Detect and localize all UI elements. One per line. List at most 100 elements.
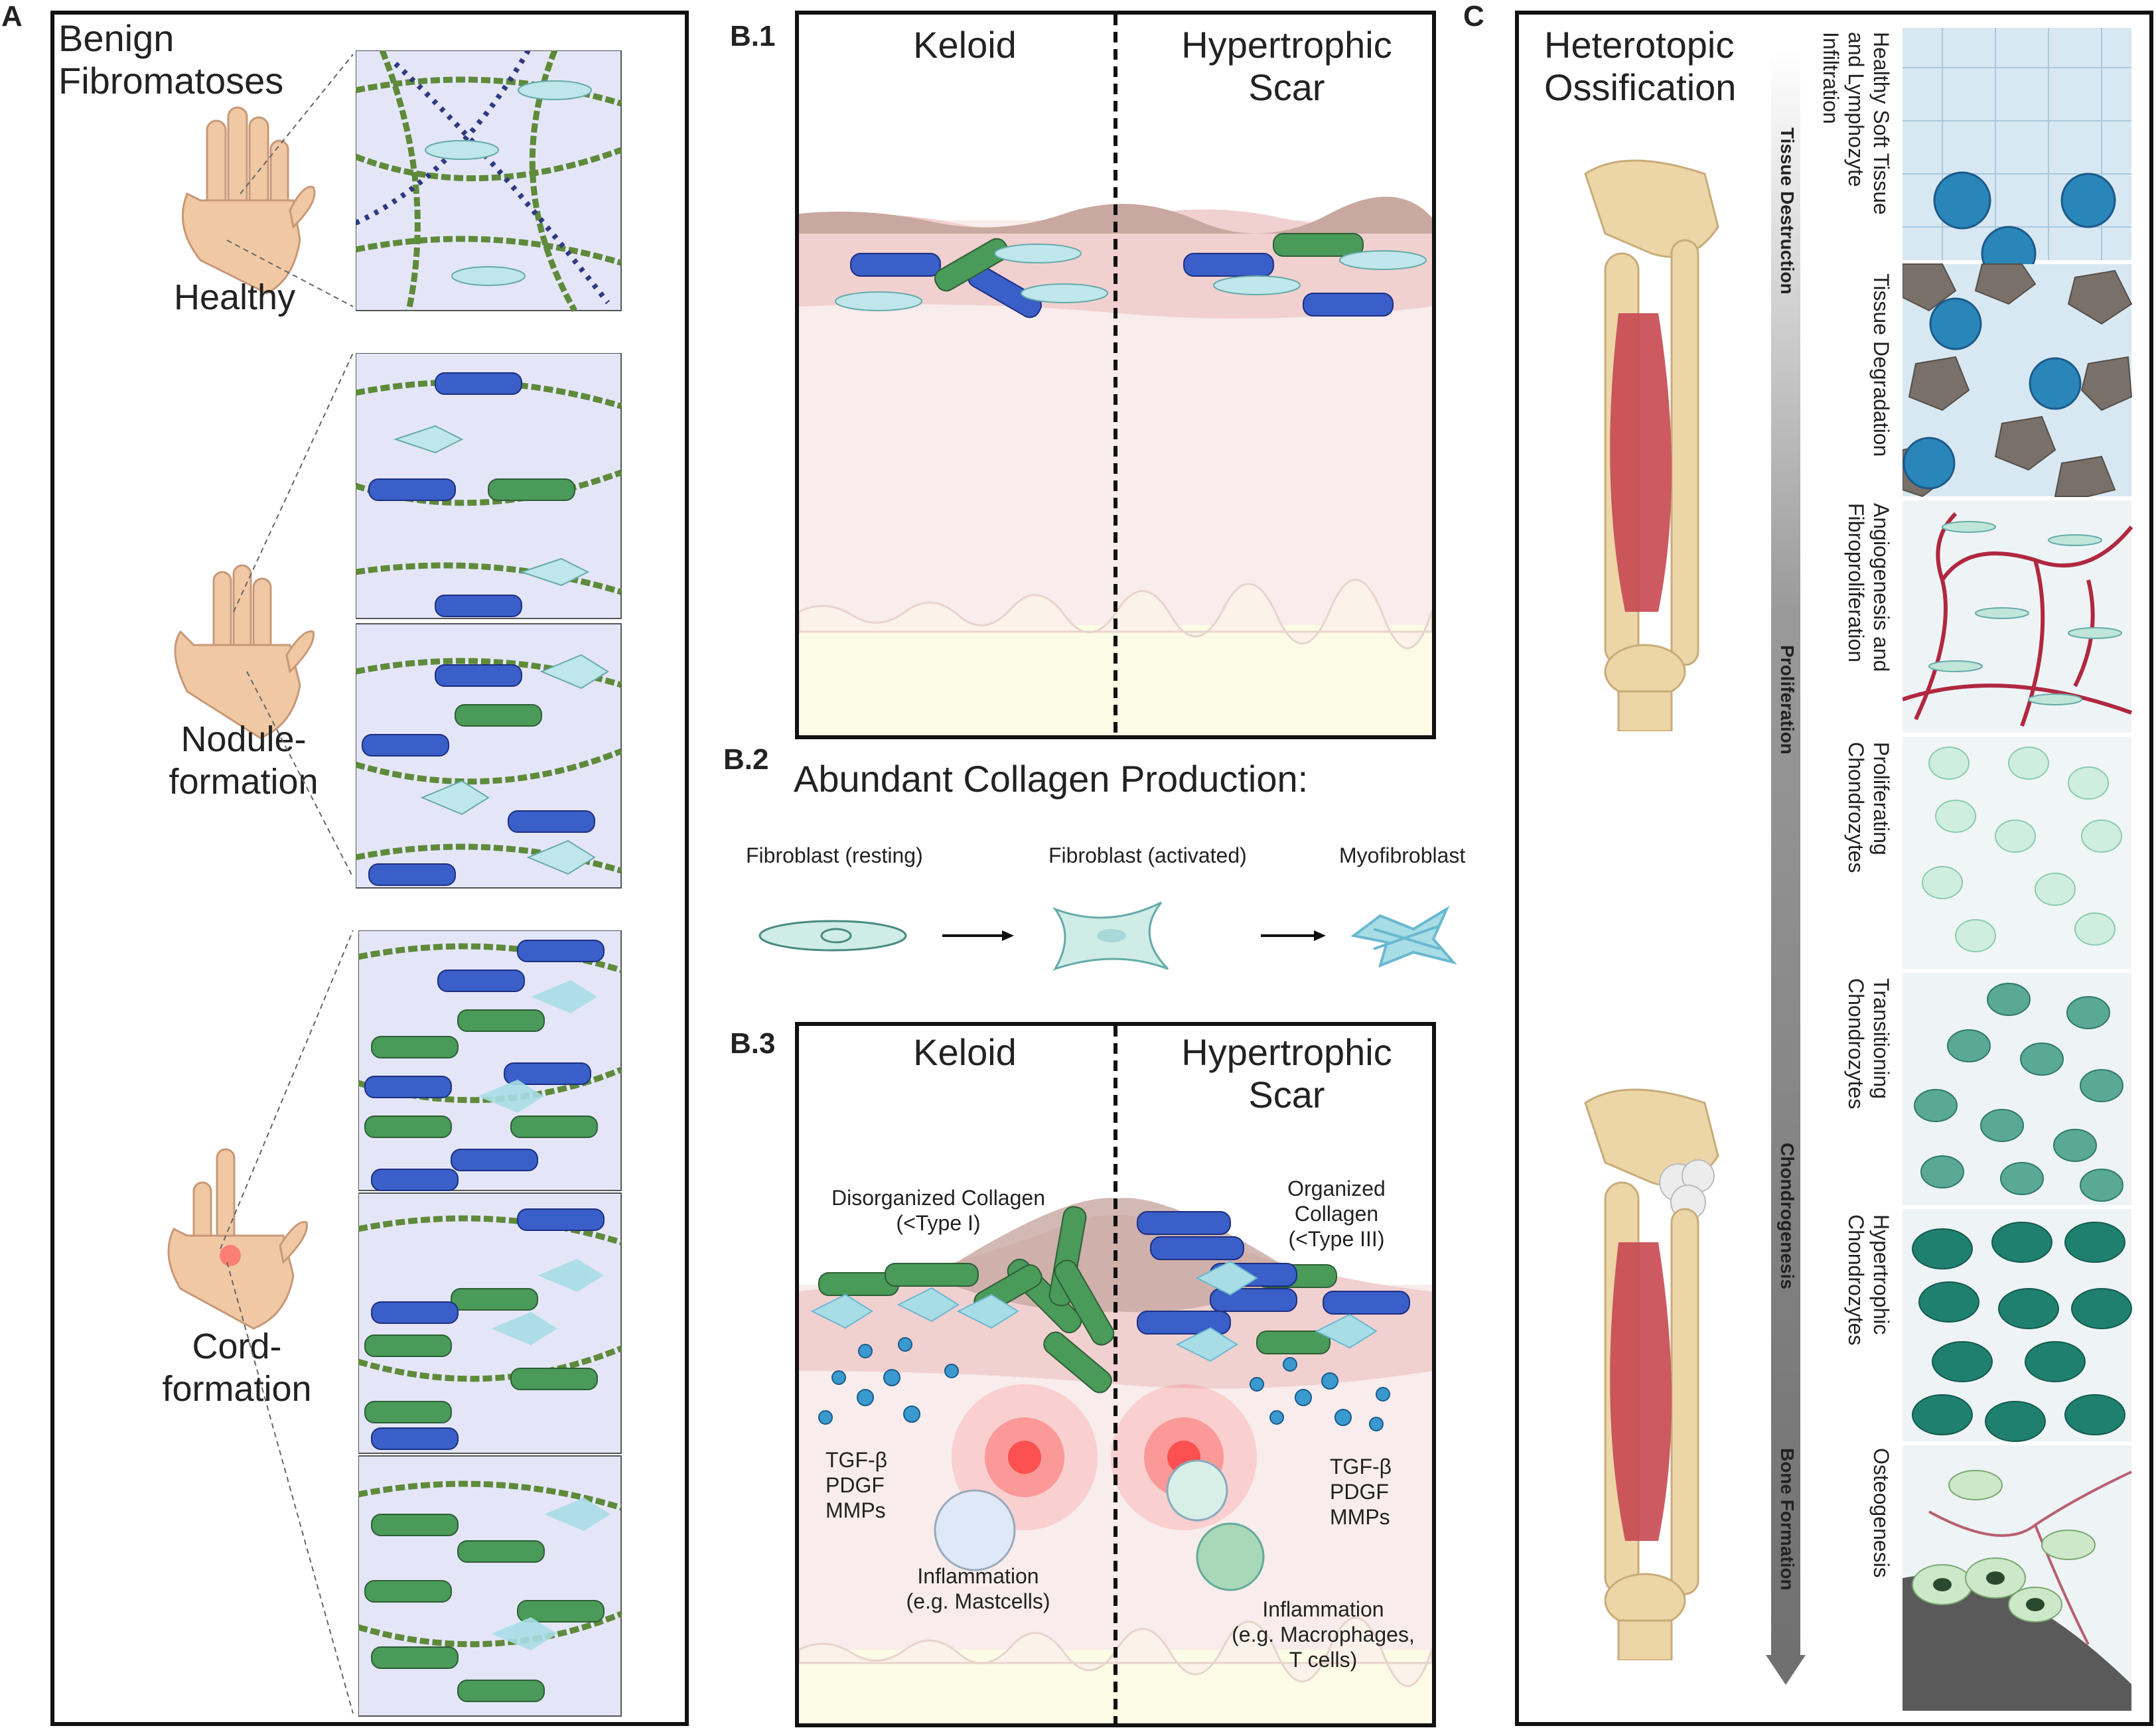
factor-tgf-left: TGF-β	[826, 1448, 888, 1472]
infl-right-line2: (e.g. Macrophages,	[1232, 1622, 1415, 1646]
b2-activated-label: Fibroblast (activated)	[1048, 843, 1247, 867]
stage-tissue-destruction: Tissue Destruction	[1777, 127, 1798, 295]
org-line3: (<Type III)	[1288, 1227, 1385, 1251]
label-nodule-line1: Nodule-	[180, 719, 307, 759]
stage-bone-formation: Bone Formation	[1777, 1448, 1798, 1591]
panel-b3-box: Keloid Hypertrophic Scar Disorganized Co…	[795, 1022, 1436, 1727]
tile-transitioning-chondrocytes	[1903, 973, 2131, 1205]
tile-proliferating-chondrocytes	[1903, 737, 2131, 969]
label-nodule: Nodule- formation	[134, 718, 353, 803]
tile-prolif-line2: Chondrozytes	[1844, 742, 1868, 873]
factors-left: TGF-β PDGF MMPs	[826, 1447, 887, 1523]
label-cord: Cord- formation	[127, 1325, 346, 1410]
infl-right-line1: Inflammation	[1262, 1597, 1384, 1621]
org-line1: Organized	[1287, 1177, 1386, 1200]
label-nodule-line2: formation	[169, 762, 319, 802]
disorganized-collagen-label: Disorganized Collagen (<Type I)	[806, 1185, 1071, 1236]
b1-hypertrophic-label: Hypertrophic Scar	[1144, 24, 1429, 109]
b1-skin-cross-section	[799, 15, 1432, 735]
factor-pdgf-left: PDGF	[826, 1473, 885, 1497]
tile-healthy-line2: and Lymphozyte	[1844, 32, 1868, 187]
cord-redness-spot	[220, 1245, 241, 1266]
label-cord-line1: Cord-	[192, 1327, 282, 1366]
b3-hyper-line1: Hypertrophic	[1181, 1031, 1392, 1073]
tissue-box-healthy	[356, 50, 622, 313]
tile-trans-line2: Chondrozytes	[1844, 978, 1868, 1110]
panel-c-title: Heterotopic Ossification	[1544, 24, 1736, 109]
hand-healthy-illustration	[181, 106, 316, 295]
hand-cord-illustration	[167, 1148, 309, 1330]
disorg-line2: (<Type I)	[896, 1211, 981, 1235]
myofibroblasts	[810, 1260, 1378, 1362]
inflammation-right-label: Inflammation (e.g. Macrophages, T cells)	[1210, 1597, 1436, 1672]
myofibroblast-cell	[1350, 906, 1457, 968]
b1-hyper-line1: Hypertrophic	[1181, 24, 1392, 66]
tissue-box-nodule	[356, 353, 622, 889]
tile-angiogenesis	[1903, 500, 2133, 733]
organized-collagen-label: Organized Collagen (<Type III)	[1270, 1176, 1403, 1252]
t-cell	[1196, 1522, 1265, 1591]
panel-c-letter: C	[1463, 0, 1484, 33]
tile-prolif-line1: Proliferating	[1869, 742, 1893, 855]
tile-degradation	[1903, 263, 2133, 498]
b1-hyper-line2: Scar	[1248, 66, 1325, 108]
tile-hyper-line1: Hypertrophic	[1869, 1214, 1893, 1335]
progression-arrow	[1766, 49, 1806, 1685]
macrophage	[1166, 1459, 1228, 1522]
panel-a-box: Benign Fibromatoses Healthy Nodule- form…	[50, 11, 689, 1726]
b3-hyper-line2: Scar	[1248, 1074, 1325, 1116]
resting-fibroblast-cell	[758, 920, 907, 952]
label-cord-line2: formation	[162, 1369, 312, 1409]
tile-hyper-line2: Chondrozytes	[1844, 1214, 1868, 1346]
b1-keloid-label: Keloid	[913, 24, 1017, 66]
tissue-box-cord	[358, 930, 622, 1717]
tile-osteogenesis	[1903, 1445, 2132, 1711]
inflammation-left-label: Inflammation (e.g. Mastcells)	[872, 1563, 1084, 1614]
leg-healthy-illustration	[1584, 159, 1719, 731]
stage-chondrogenesis: Chondrogenesis	[1777, 1143, 1798, 1289]
b2-fibroblast-sequence	[758, 901, 1457, 971]
tile-label-proliferating: Proliferating Chondrozytes	[1843, 742, 1894, 873]
tile-label-angiogenesis: Angiogenesis and Fibroproliferation	[1843, 503, 1894, 672]
panel-a-title-line1: Benign	[58, 17, 175, 59]
tile-label-healthy: Healthy Soft Tissue and Lymphozyte Infil…	[1818, 32, 1894, 215]
b3-keloid-label: Keloid	[913, 1031, 1017, 1073]
panel-a-title-line2: Fibromatoses	[58, 60, 284, 102]
b2-myo-label: Myofibroblast	[1339, 843, 1466, 867]
factor-mmps-right: MMPs	[1330, 1505, 1390, 1529]
b2-resting-label: Fibroblast (resting)	[746, 843, 923, 867]
factor-pdgf-right: PDGF	[1330, 1480, 1389, 1504]
panel-b3-label: B.3	[730, 1027, 776, 1060]
panel-a-letter: A	[1, 0, 23, 33]
infl-left-line2: (e.g. Mastcells)	[906, 1589, 1050, 1613]
mastcell	[934, 1489, 1016, 1571]
tile-hypertrophic-chondrocytes	[1903, 1209, 2132, 1442]
tile-trans-line1: Transitioning	[1869, 978, 1893, 1100]
panel-b2-label: B.2	[723, 743, 769, 776]
tile-label-degradation: Tissue Degradation	[1869, 273, 1894, 457]
panel-a-title: Benign Fibromatoses	[58, 17, 283, 102]
stage-proliferation: Proliferation	[1777, 645, 1798, 755]
b3-skin-cross-section	[799, 1026, 1432, 1723]
tile-healthy	[1903, 28, 2131, 281]
zoom-lines	[220, 54, 354, 1714]
tile-angio-line2: Fibroproliferation	[1844, 503, 1868, 663]
label-healthy: Healthy	[174, 277, 296, 317]
tile-label-hypertrophic: Hypertrophic Chondrozytes	[1843, 1214, 1894, 1345]
tile-healthy-line3: Infiltration	[1819, 32, 1843, 124]
growth-factor-dots	[818, 1337, 1390, 1431]
panel-c-title-line2: Ossification	[1544, 66, 1737, 108]
tile-healthy-line1: Healthy Soft Tissue	[1869, 32, 1893, 215]
infl-right-line3: T cells)	[1289, 1648, 1358, 1672]
tile-degradation-line1: Tissue Degradation	[1869, 273, 1893, 457]
panel-c-title-line1: Heterotopic	[1544, 24, 1735, 66]
b2-title: Abundant Collagen Production:	[794, 758, 1309, 800]
org-line2: Collagen	[1294, 1202, 1379, 1226]
tile-angio-line1: Angiogenesis and	[1869, 503, 1893, 672]
tile-osteo-line1: Osteogenesis	[1869, 1448, 1893, 1578]
factor-mmps-left: MMPs	[826, 1498, 886, 1522]
infl-left-line1: Inflammation	[917, 1564, 1039, 1588]
b3-hypertrophic-label: Hypertrophic Scar	[1144, 1031, 1429, 1116]
stage-tiles	[1903, 28, 2133, 1711]
panel-b1-box: Keloid Hypertrophic Scar	[795, 11, 1436, 739]
